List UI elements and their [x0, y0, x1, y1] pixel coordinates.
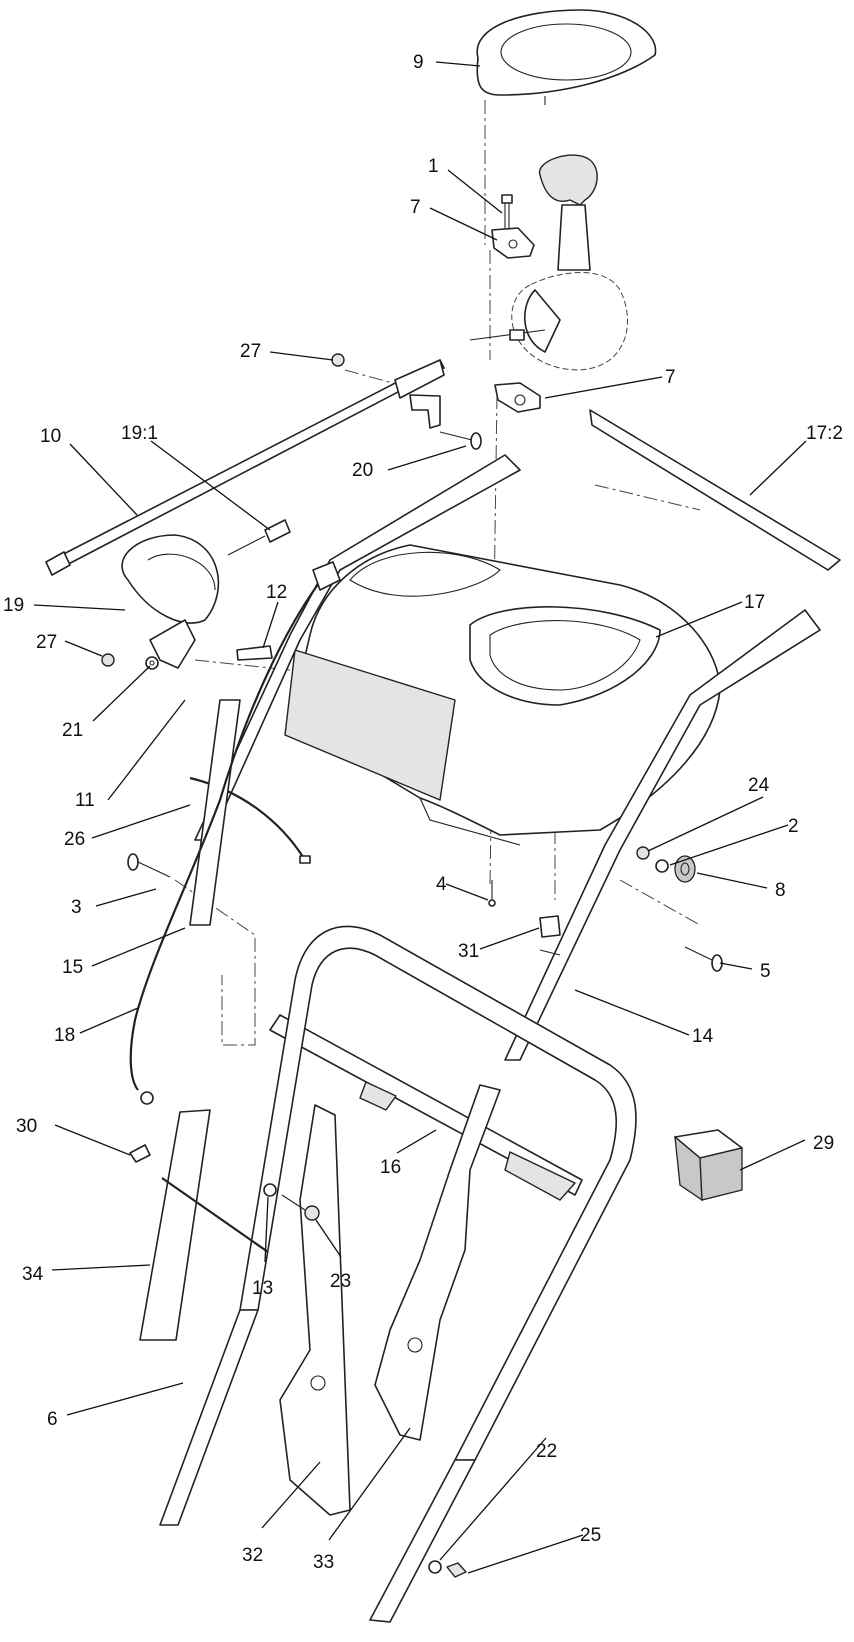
part-20-bolt	[439, 431, 482, 450]
part-10-rod	[45, 359, 445, 576]
callout-1: 1	[428, 156, 439, 177]
callout-12: 12	[266, 582, 287, 603]
part-8-roller	[674, 855, 696, 883]
callout-23: 23	[330, 1271, 351, 1292]
part-4-screw	[488, 880, 496, 907]
part-7-clamp-upper	[491, 227, 535, 259]
callout-13: 13	[252, 1278, 273, 1299]
part-9-bezel	[476, 9, 657, 105]
leader-lines	[33, 61, 807, 1574]
part-25-bolt	[446, 1562, 467, 1578]
callout-9: 9	[413, 52, 424, 73]
callout-30: 30	[16, 1116, 37, 1137]
callout-22: 22	[536, 1441, 557, 1462]
callout-7-upper: 7	[410, 197, 421, 218]
part-12-clip	[236, 645, 273, 661]
part-27-nut-lower	[101, 653, 115, 667]
part-33-plate	[374, 1084, 501, 1441]
part-26-cable-tie	[189, 776, 311, 864]
part-32-plate	[279, 1104, 351, 1516]
part-13-strap	[161, 1177, 277, 1253]
callout-labels: 9 1 7 27 7 10 19:1 20 17:2 19 12 17 27 2…	[3, 52, 843, 1573]
callout-11: 11	[75, 790, 95, 811]
part-3-bolt	[127, 853, 171, 878]
callout-6: 6	[47, 1409, 58, 1430]
callout-27-lower: 27	[36, 632, 57, 653]
callout-19: 19	[3, 595, 24, 616]
part-21-washer	[145, 656, 159, 670]
callout-16: 16	[380, 1157, 401, 1178]
part-17-console	[284, 544, 721, 846]
callout-26: 26	[64, 829, 85, 850]
callout-29: 29	[813, 1133, 834, 1154]
part-34-panel	[139, 1109, 211, 1341]
part-22-washer	[428, 1560, 442, 1574]
callout-21: 21	[62, 720, 83, 741]
part-27-nut-upper	[331, 353, 345, 367]
callout-31: 31	[458, 941, 479, 962]
callout-14: 14	[692, 1026, 714, 1047]
callout-15: 15	[62, 957, 83, 978]
callout-24: 24	[748, 775, 770, 796]
callout-8: 8	[775, 880, 786, 901]
callout-7-lower: 7	[665, 367, 676, 388]
part-18-wire-harness	[129, 561, 341, 1105]
callout-3: 3	[71, 897, 82, 918]
lower-frame	[159, 925, 637, 1623]
part-5-bolt	[684, 946, 723, 972]
callout-33: 33	[313, 1552, 334, 1573]
callout-34: 34	[22, 1264, 44, 1285]
part-19-lamp	[121, 534, 220, 669]
part-23-nut	[281, 1194, 320, 1221]
callout-20: 20	[352, 460, 373, 481]
joystick-assembly	[469, 154, 628, 371]
callout-5: 5	[760, 961, 771, 982]
callout-32: 32	[242, 1545, 263, 1566]
part-30-clip	[129, 1144, 151, 1163]
callout-25: 25	[580, 1525, 601, 1546]
callout-2: 2	[788, 816, 799, 837]
part-7-clamp-lower	[494, 382, 541, 413]
part-1-bolt	[501, 194, 513, 228]
callout-27-upper: 27	[240, 341, 261, 362]
callout-17-2: 17:2	[806, 423, 843, 444]
part-31-clip	[539, 915, 561, 938]
part-24-nut	[636, 846, 650, 860]
callout-18: 18	[54, 1025, 75, 1046]
part-2-washer	[655, 859, 669, 873]
part-29-rocker-switch	[674, 1129, 743, 1202]
callout-4: 4	[436, 874, 447, 895]
callout-10: 10	[40, 426, 61, 447]
callout-17: 17	[744, 592, 765, 613]
callout-19-1: 19:1	[121, 423, 158, 444]
part-14-right-handle	[504, 609, 821, 1061]
part-17-2-strip	[589, 409, 841, 571]
part-19-1-connector	[227, 519, 291, 556]
